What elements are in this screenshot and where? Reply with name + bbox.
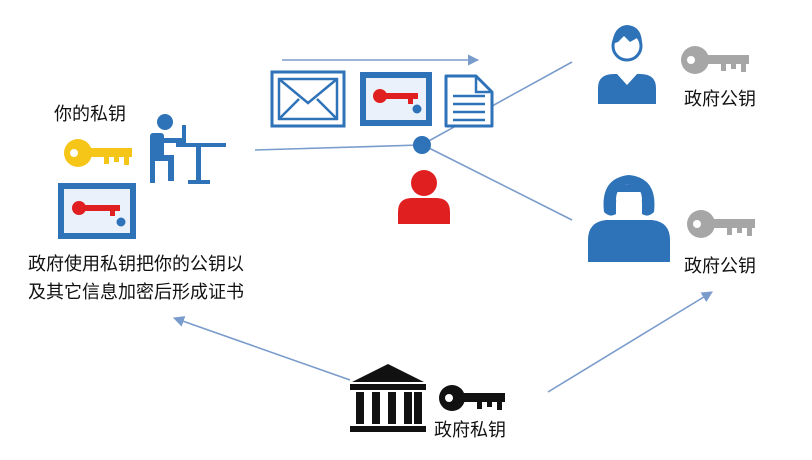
document-icon xyxy=(444,74,494,128)
attacker-person-icon xyxy=(398,170,450,224)
computer-user-icon xyxy=(150,114,226,184)
gov-private-key-label: 政府私钥 xyxy=(434,420,506,441)
gov-woman-icon xyxy=(588,175,670,262)
gov-private-key-icon xyxy=(439,385,505,411)
node-to-woman-line xyxy=(424,145,573,221)
gov-to-woman-arrow xyxy=(547,291,713,393)
envelope-icon xyxy=(270,70,346,128)
user-certificate-icon xyxy=(58,183,136,239)
your-private-key-label: 你的私钥 xyxy=(54,104,126,125)
certificate-desc-line1: 政府使用私钥把你的公钥以 xyxy=(28,254,244,275)
gov-to-certificate-arrow xyxy=(172,316,351,381)
your-private-key-icon xyxy=(64,139,132,167)
gov-public-key-bottom-icon xyxy=(687,210,755,238)
government-building-icon xyxy=(350,364,426,432)
relay-node xyxy=(413,136,431,154)
certificate-icon xyxy=(360,72,432,126)
node-to-top-person-line xyxy=(424,61,573,144)
user-to-node-line xyxy=(254,144,421,151)
gov-public-key-top-icon xyxy=(681,46,749,74)
certificate-desc-line2: 及其它信息加密后形成证书 xyxy=(28,282,244,303)
gov-public-key-top-label: 政府公钥 xyxy=(684,89,756,110)
gov-public-key-bottom-label: 政府公钥 xyxy=(684,256,756,277)
gov-man-icon xyxy=(598,25,656,104)
connector-lines xyxy=(172,54,713,393)
